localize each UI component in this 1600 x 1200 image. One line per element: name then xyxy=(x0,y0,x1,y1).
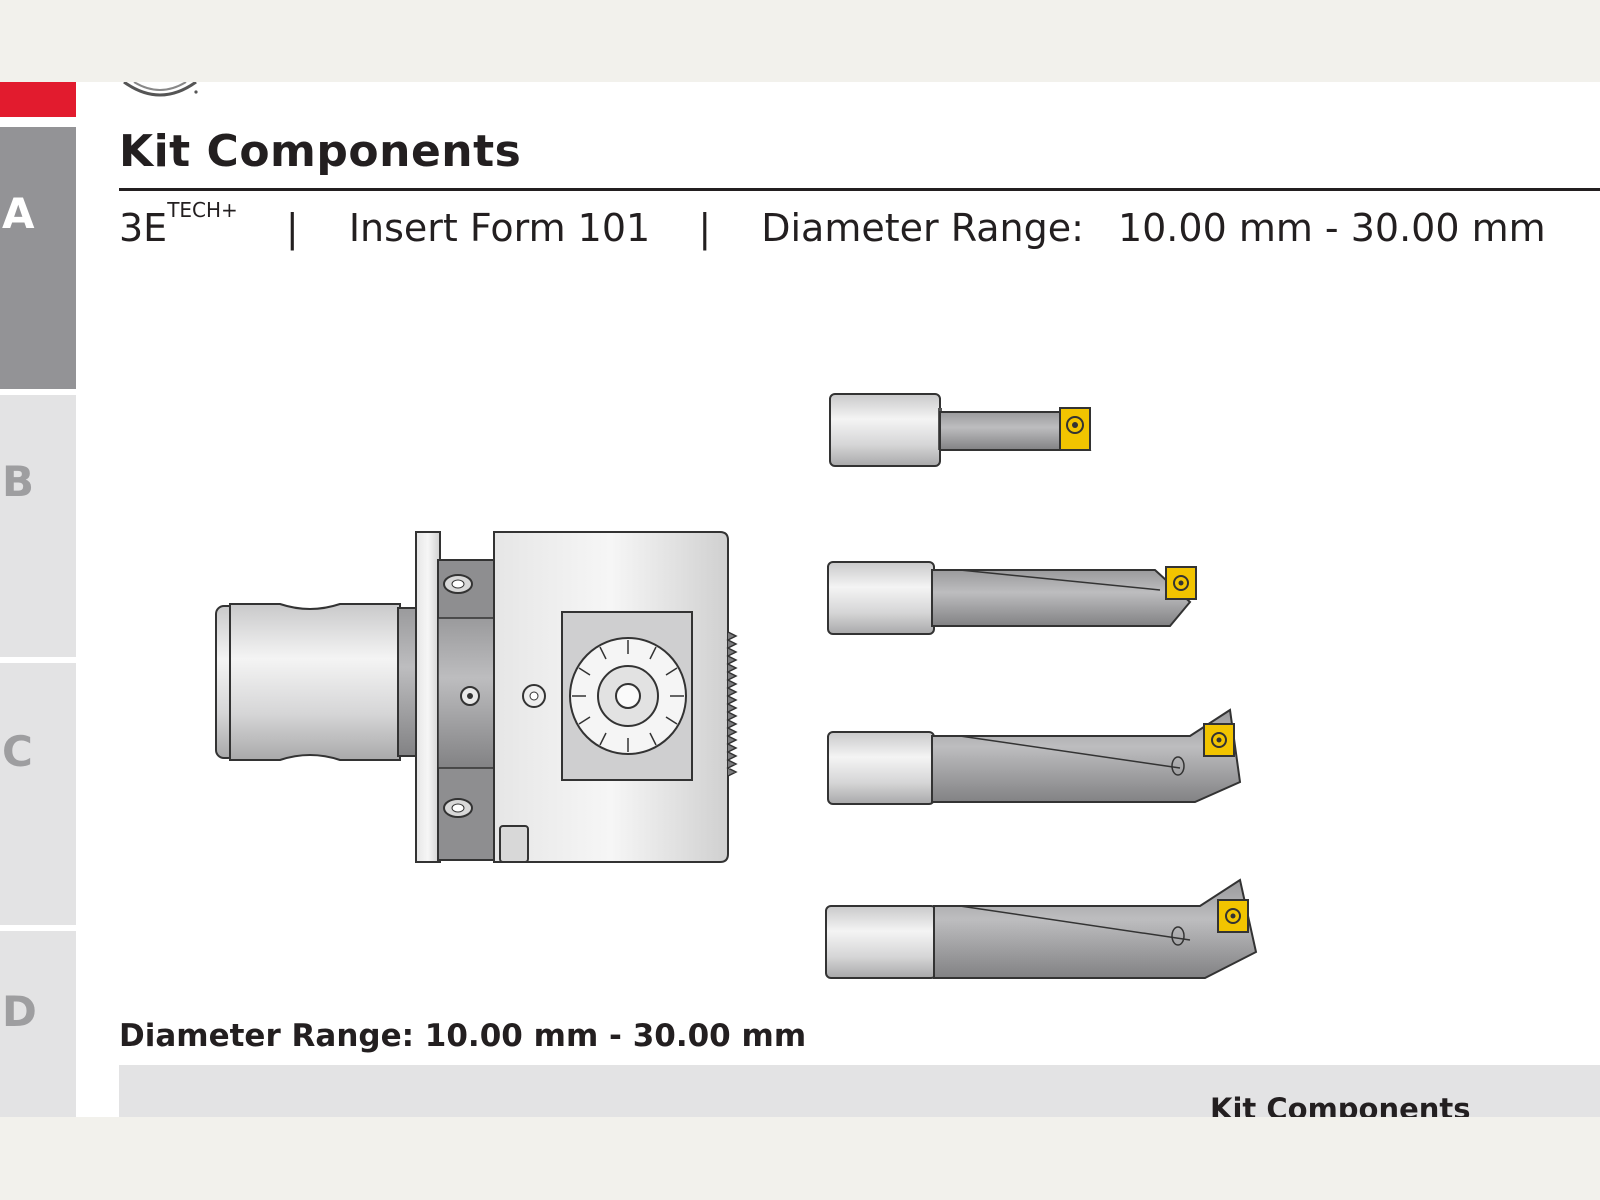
tab-d[interactable]: D xyxy=(0,931,76,1117)
boring-bar-1-drawing xyxy=(829,393,1092,467)
tab-c[interactable]: C xyxy=(0,663,76,925)
page-title: Kit Components xyxy=(119,126,522,177)
catalog-page: A B C D Kit Components 3ETECH+ | Insert … xyxy=(0,82,1600,1117)
table-header-bar xyxy=(119,1065,1600,1117)
tab-a-letter: A xyxy=(2,189,35,238)
boring-bar-2-drawing xyxy=(827,561,1197,635)
tab-c-letter: C xyxy=(2,727,33,776)
spec-line: 3ETECH+ | Insert Form 101 | Diameter Ran… xyxy=(119,198,1546,250)
brand-red-strip xyxy=(0,82,76,117)
brand-logo-icon xyxy=(123,82,198,97)
diameter-range-caption: Diameter Range: 10.00 mm - 30.00 mm xyxy=(119,1018,807,1054)
insert-form: Insert Form 101 xyxy=(348,206,651,250)
series-name: 3E xyxy=(119,206,168,250)
separator-1: | xyxy=(285,206,299,250)
tab-b[interactable]: B xyxy=(0,395,76,657)
tab-a[interactable]: A xyxy=(0,127,76,389)
boring-bar-3-drawing xyxy=(827,708,1242,805)
tab-d-letter: D xyxy=(2,987,37,1036)
boring-bar-4-drawing xyxy=(825,878,1258,979)
boring-head-drawing xyxy=(215,531,738,863)
series-superscript: TECH+ xyxy=(167,198,238,222)
tab-b-letter: B xyxy=(2,457,35,506)
table-header-title: Kit Components xyxy=(1210,1092,1471,1117)
diameter-value: 10.00 mm - 30.00 mm xyxy=(1117,206,1546,250)
kit-illustration xyxy=(215,393,1258,979)
diameter-label: Diameter Range: xyxy=(761,206,1084,250)
separator-2: | xyxy=(698,206,712,250)
section-tabs: A B C D xyxy=(0,82,76,1117)
title-rule xyxy=(119,188,1600,191)
